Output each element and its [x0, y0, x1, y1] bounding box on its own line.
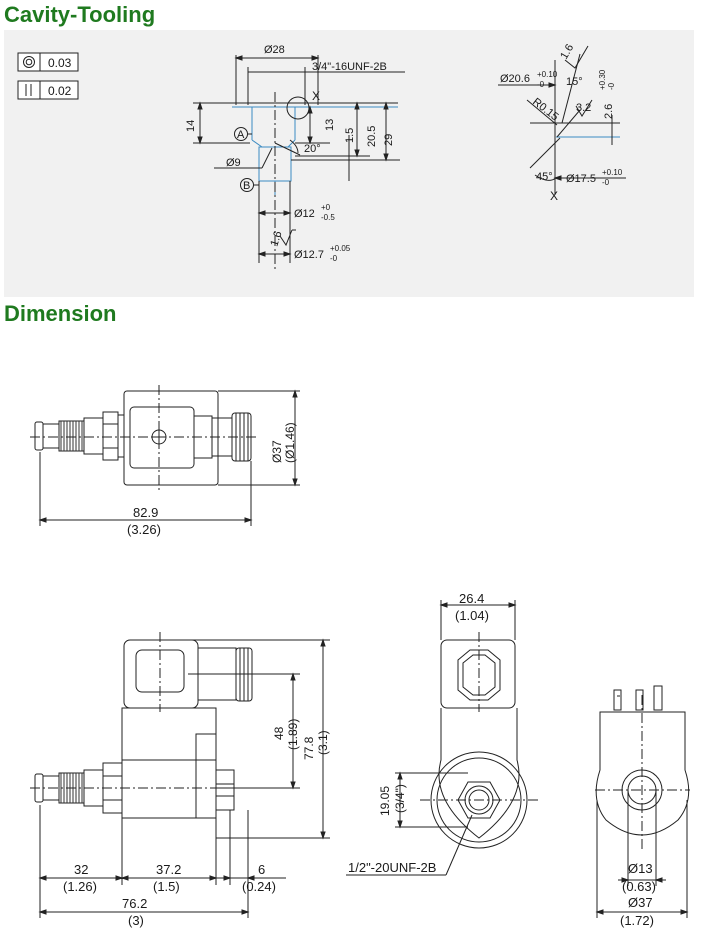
detail-rough32: 3.2	[576, 102, 591, 114]
side-w37-2-in: (1.5)	[153, 879, 180, 894]
top-length-in: (3.26)	[127, 522, 161, 537]
side-h77-8-in: (3.1)	[316, 730, 330, 755]
top-diameter-mm: Ø37	[270, 440, 284, 463]
front-w26-4-in: (1.04)	[455, 608, 489, 623]
coil-bore-in: (0.63)	[622, 879, 656, 894]
concentricity-frame: 0.03	[17, 52, 79, 72]
detail-d17-5-tol-up: +0.10	[602, 168, 623, 177]
front-nut-thread: 1/2"-20UNF-2B	[348, 860, 436, 875]
cavity-d12-7-tol-dn: -0	[330, 254, 338, 263]
top-length-mm: 82.9	[133, 505, 158, 520]
cavity-d9: Ø9	[226, 157, 241, 169]
cavity-dim13: 13	[324, 119, 336, 131]
front-view: 26.4 (1.04) 19.05 (3/4") 1/2"-20UNF-2B	[346, 591, 540, 876]
detail-angle15: 15°	[566, 76, 583, 88]
dimension-heading: Dimension	[4, 301, 117, 326]
top-view: Ø37 (Ø1.46) 82.9 (3.26)	[30, 385, 300, 537]
side-w6-mm: 6	[258, 862, 265, 877]
coil-view: Ø13 (0.63) Ø37 (1.72)	[595, 685, 690, 928]
detail-dim2-6-tol-dn: -0	[607, 82, 616, 90]
side-w32-in: (1.26)	[63, 879, 97, 894]
cavity-dim14: 14	[185, 120, 197, 132]
detail-angle45: 45°	[536, 171, 553, 183]
side-h48-in: (1.89)	[286, 719, 300, 750]
cavity-dim20-5: 20.5	[366, 126, 378, 147]
cavity-dim29: 29	[383, 134, 395, 146]
cavity-thread: 3/4"-16UNF-2B	[312, 61, 387, 73]
detail-dim2-6-tol-up: +0.30	[598, 69, 607, 90]
front-w26-4-mm: 26.4	[459, 591, 484, 606]
front-h19-05-mm: 19.05	[378, 786, 392, 816]
detail-d20-6-tol-up: +0.10	[537, 70, 558, 79]
top-diameter-in: (Ø1.46)	[283, 422, 297, 463]
cavity-d12-tol-up: +0	[321, 203, 331, 212]
cavity-tooling-heading: Cavity-Tooling	[4, 2, 156, 27]
side-h77-8-mm: 77.8	[302, 736, 316, 760]
cavity-x-mark: X	[312, 89, 320, 103]
side-w6-in: (0.24)	[242, 879, 276, 894]
cavity-d28: Ø28	[264, 44, 285, 56]
coil-od-in: (1.72)	[620, 913, 654, 928]
coil-od-mm: Ø37	[628, 895, 653, 910]
detail-d20-6-tol-dn: -0	[537, 80, 545, 89]
side-h48-mm: 48	[272, 726, 286, 740]
detail-dim2-6: 2.6	[603, 104, 615, 119]
side-total-mm: 76.2	[122, 896, 147, 911]
cavity-angle20: 20°	[304, 143, 321, 155]
side-w32-mm: 32	[74, 862, 88, 877]
detail-r015: R0.15	[530, 96, 561, 124]
cavity-d12-tol-dn: -0.5	[321, 213, 335, 222]
front-h19-05-in: (3/4")	[393, 784, 407, 813]
cavity-datum-a: A	[237, 129, 245, 141]
coil-bore-mm: Ø13	[628, 861, 653, 876]
cavity-d12-7: Ø12.7	[294, 249, 324, 261]
cavity-section: Ø28 3/4"-16UNF-2B X 14 13 1.5	[185, 44, 405, 270]
cavity-d12-7-tol-up: +0.05	[330, 244, 351, 253]
detail-d17-5-tol-dn: -0	[602, 178, 610, 187]
detail-rough16: 1.6	[558, 42, 576, 61]
detail-d20-6: Ø20.6	[500, 73, 530, 85]
parallelism-value: 0.02	[48, 84, 72, 98]
cavity-dim1-5: 1.5	[344, 128, 356, 143]
concentricity-value: 0.03	[48, 56, 72, 70]
detail-d17-5: Ø17.5	[566, 173, 596, 185]
detail-x-mark: X	[550, 189, 558, 203]
cavity-datum-b: B	[243, 180, 250, 192]
detail-x: Ø20.6 +0.10 -0 1.6 15° R0.15 3.2 2.6 +0.…	[498, 42, 626, 203]
cavity-d12: Ø12	[294, 208, 315, 220]
cavity-rough16: 1.6	[268, 230, 284, 248]
parallelism-frame: 0.02	[17, 80, 79, 100]
side-w37-2-mm: 37.2	[156, 862, 181, 877]
side-view: 48 (1.89) 77.8 (3.1) 32 (1.26) 37.2 (1.5…	[30, 632, 330, 928]
side-total-in: (3)	[128, 913, 144, 928]
